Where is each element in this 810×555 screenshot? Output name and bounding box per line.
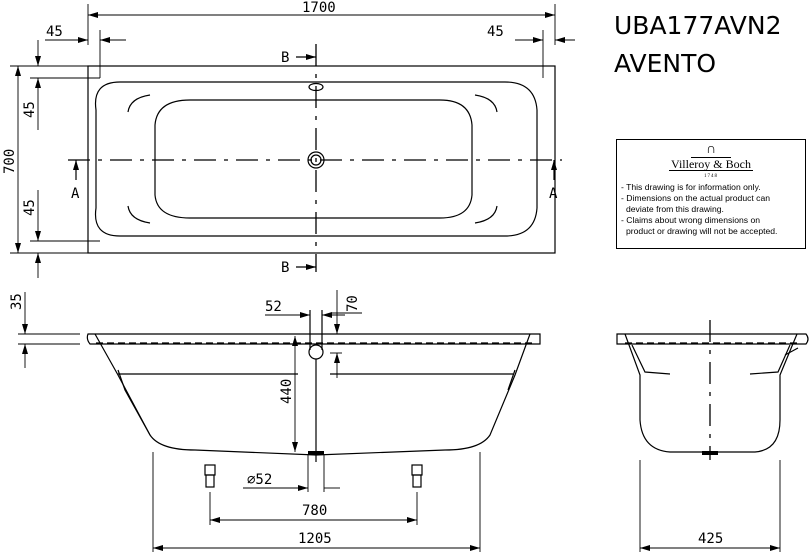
end-view: 425: [616, 320, 809, 552]
dim-rim-bottom: 45: [22, 199, 38, 216]
note-line: deviate from this drawing.: [626, 204, 724, 214]
brand-logo: ∩ Villeroy & Boch 1748: [621, 143, 801, 182]
note-line: - Claims about wrong dimensions on: [621, 215, 760, 225]
section-b-top: B: [281, 50, 289, 66]
top-view: 1700 45 45 700 45 45 A A B B: [2, 0, 575, 278]
dim-width: 700: [2, 149, 18, 174]
dim-overflow-depth: 70: [345, 295, 361, 312]
section-a-left: A: [71, 186, 80, 202]
dim-rim-right: 45: [487, 24, 504, 40]
brand-emblem-icon: ∩: [705, 142, 717, 157]
model-number: UBA177AVN2: [614, 11, 781, 40]
note-line: - Dimensions on the actual product can: [621, 193, 771, 203]
side-view: 35 52 70 440 ⌀52 780 1205: [9, 290, 541, 552]
note-line: - This drawing is for information only.: [621, 182, 761, 192]
dim-overflow-width: 52: [265, 299, 282, 315]
dim-feet-spacing: 780: [302, 503, 327, 519]
foot-right-icon: [411, 464, 423, 488]
section-a-right: A: [549, 186, 558, 202]
dim-base-width: 425: [698, 531, 723, 547]
overflow-icon: [308, 82, 324, 92]
brand-name: Villeroy & Boch: [669, 157, 753, 171]
dim-rim-left: 45: [46, 24, 63, 40]
model-name: AVENTO: [614, 49, 716, 78]
note-line: product or drawing will not be accepted.: [626, 226, 778, 236]
dim-length: 1700: [302, 0, 336, 16]
dim-drain-diameter: ⌀52: [247, 472, 272, 488]
brand-year: 1748: [704, 174, 718, 179]
foot-left-icon: [204, 464, 216, 488]
section-b-bottom: B: [281, 260, 289, 276]
dim-depth: 440: [279, 379, 295, 404]
dim-base-length: 1205: [298, 531, 332, 547]
dim-rim-thickness: 35: [9, 293, 25, 310]
disclaimer-box: ∩ Villeroy & Boch 1748 - This drawing is…: [616, 139, 806, 249]
drain-icon: [307, 151, 325, 169]
dim-rim-top: 45: [22, 101, 38, 118]
